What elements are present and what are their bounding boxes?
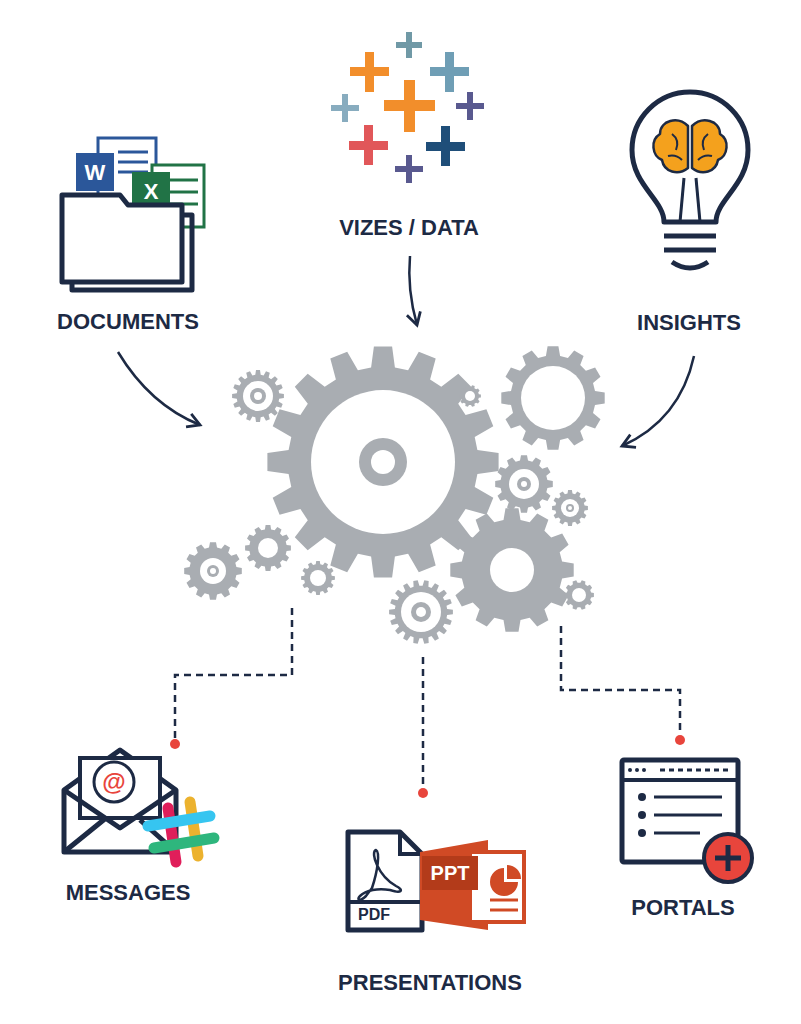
gear-hole [490,548,534,592]
leader-dots [170,735,685,798]
category-label: DOCUMENTS [57,311,199,333]
gear-hole [243,381,273,411]
gear-axle [568,506,572,510]
output-leaders [175,608,680,787]
gear [459,385,481,407]
data-viz-logo [331,32,484,183]
gear-hub [250,388,266,404]
gear [450,508,573,631]
gear [495,455,553,513]
gear-hole [310,570,326,586]
gear-hole [311,390,455,534]
gear-hole [258,538,278,558]
messages-icon [64,750,214,862]
gear-hole [572,588,586,602]
gear [501,346,604,449]
gear [184,542,242,600]
gear-axle [416,607,426,617]
file-type: PPT [431,863,470,883]
gear [564,580,594,609]
gear [232,370,284,422]
app-letter: W [85,162,106,184]
gear-hole [521,366,585,430]
gear-hole [401,592,441,632]
gear [301,561,335,595]
at-symbol: @ [102,770,125,794]
gear-hole [465,391,475,401]
gear-hub [359,438,407,486]
gear-axle [371,450,395,474]
gear-cluster [184,346,605,644]
gear-hole [561,499,579,517]
gear-hole [509,469,539,499]
gear-hub [411,602,431,622]
category-label: VIZES / DATA [339,217,479,239]
gear [389,580,453,644]
category-label: MESSAGES [66,882,191,904]
gear-axle [254,392,262,400]
gear-hub [207,565,219,577]
lightbulb-icon [632,92,748,268]
gear-hub [566,504,574,512]
gear-axle [521,481,527,487]
gear [552,490,588,526]
category-label: PRESENTATIONS [338,972,522,994]
portals-icon [622,760,752,882]
category-label: PORTALS [631,897,734,919]
documents-icon [62,138,204,290]
input-arrows [118,256,694,446]
category-label: INSIGHTS [637,312,741,334]
app-letter: X [144,181,159,203]
file-type: PDF [358,907,390,923]
gear-hub [517,477,531,491]
gear-axle [210,568,216,574]
gear-hole [200,558,226,584]
gear [245,525,291,571]
presentations-icon [348,832,524,930]
